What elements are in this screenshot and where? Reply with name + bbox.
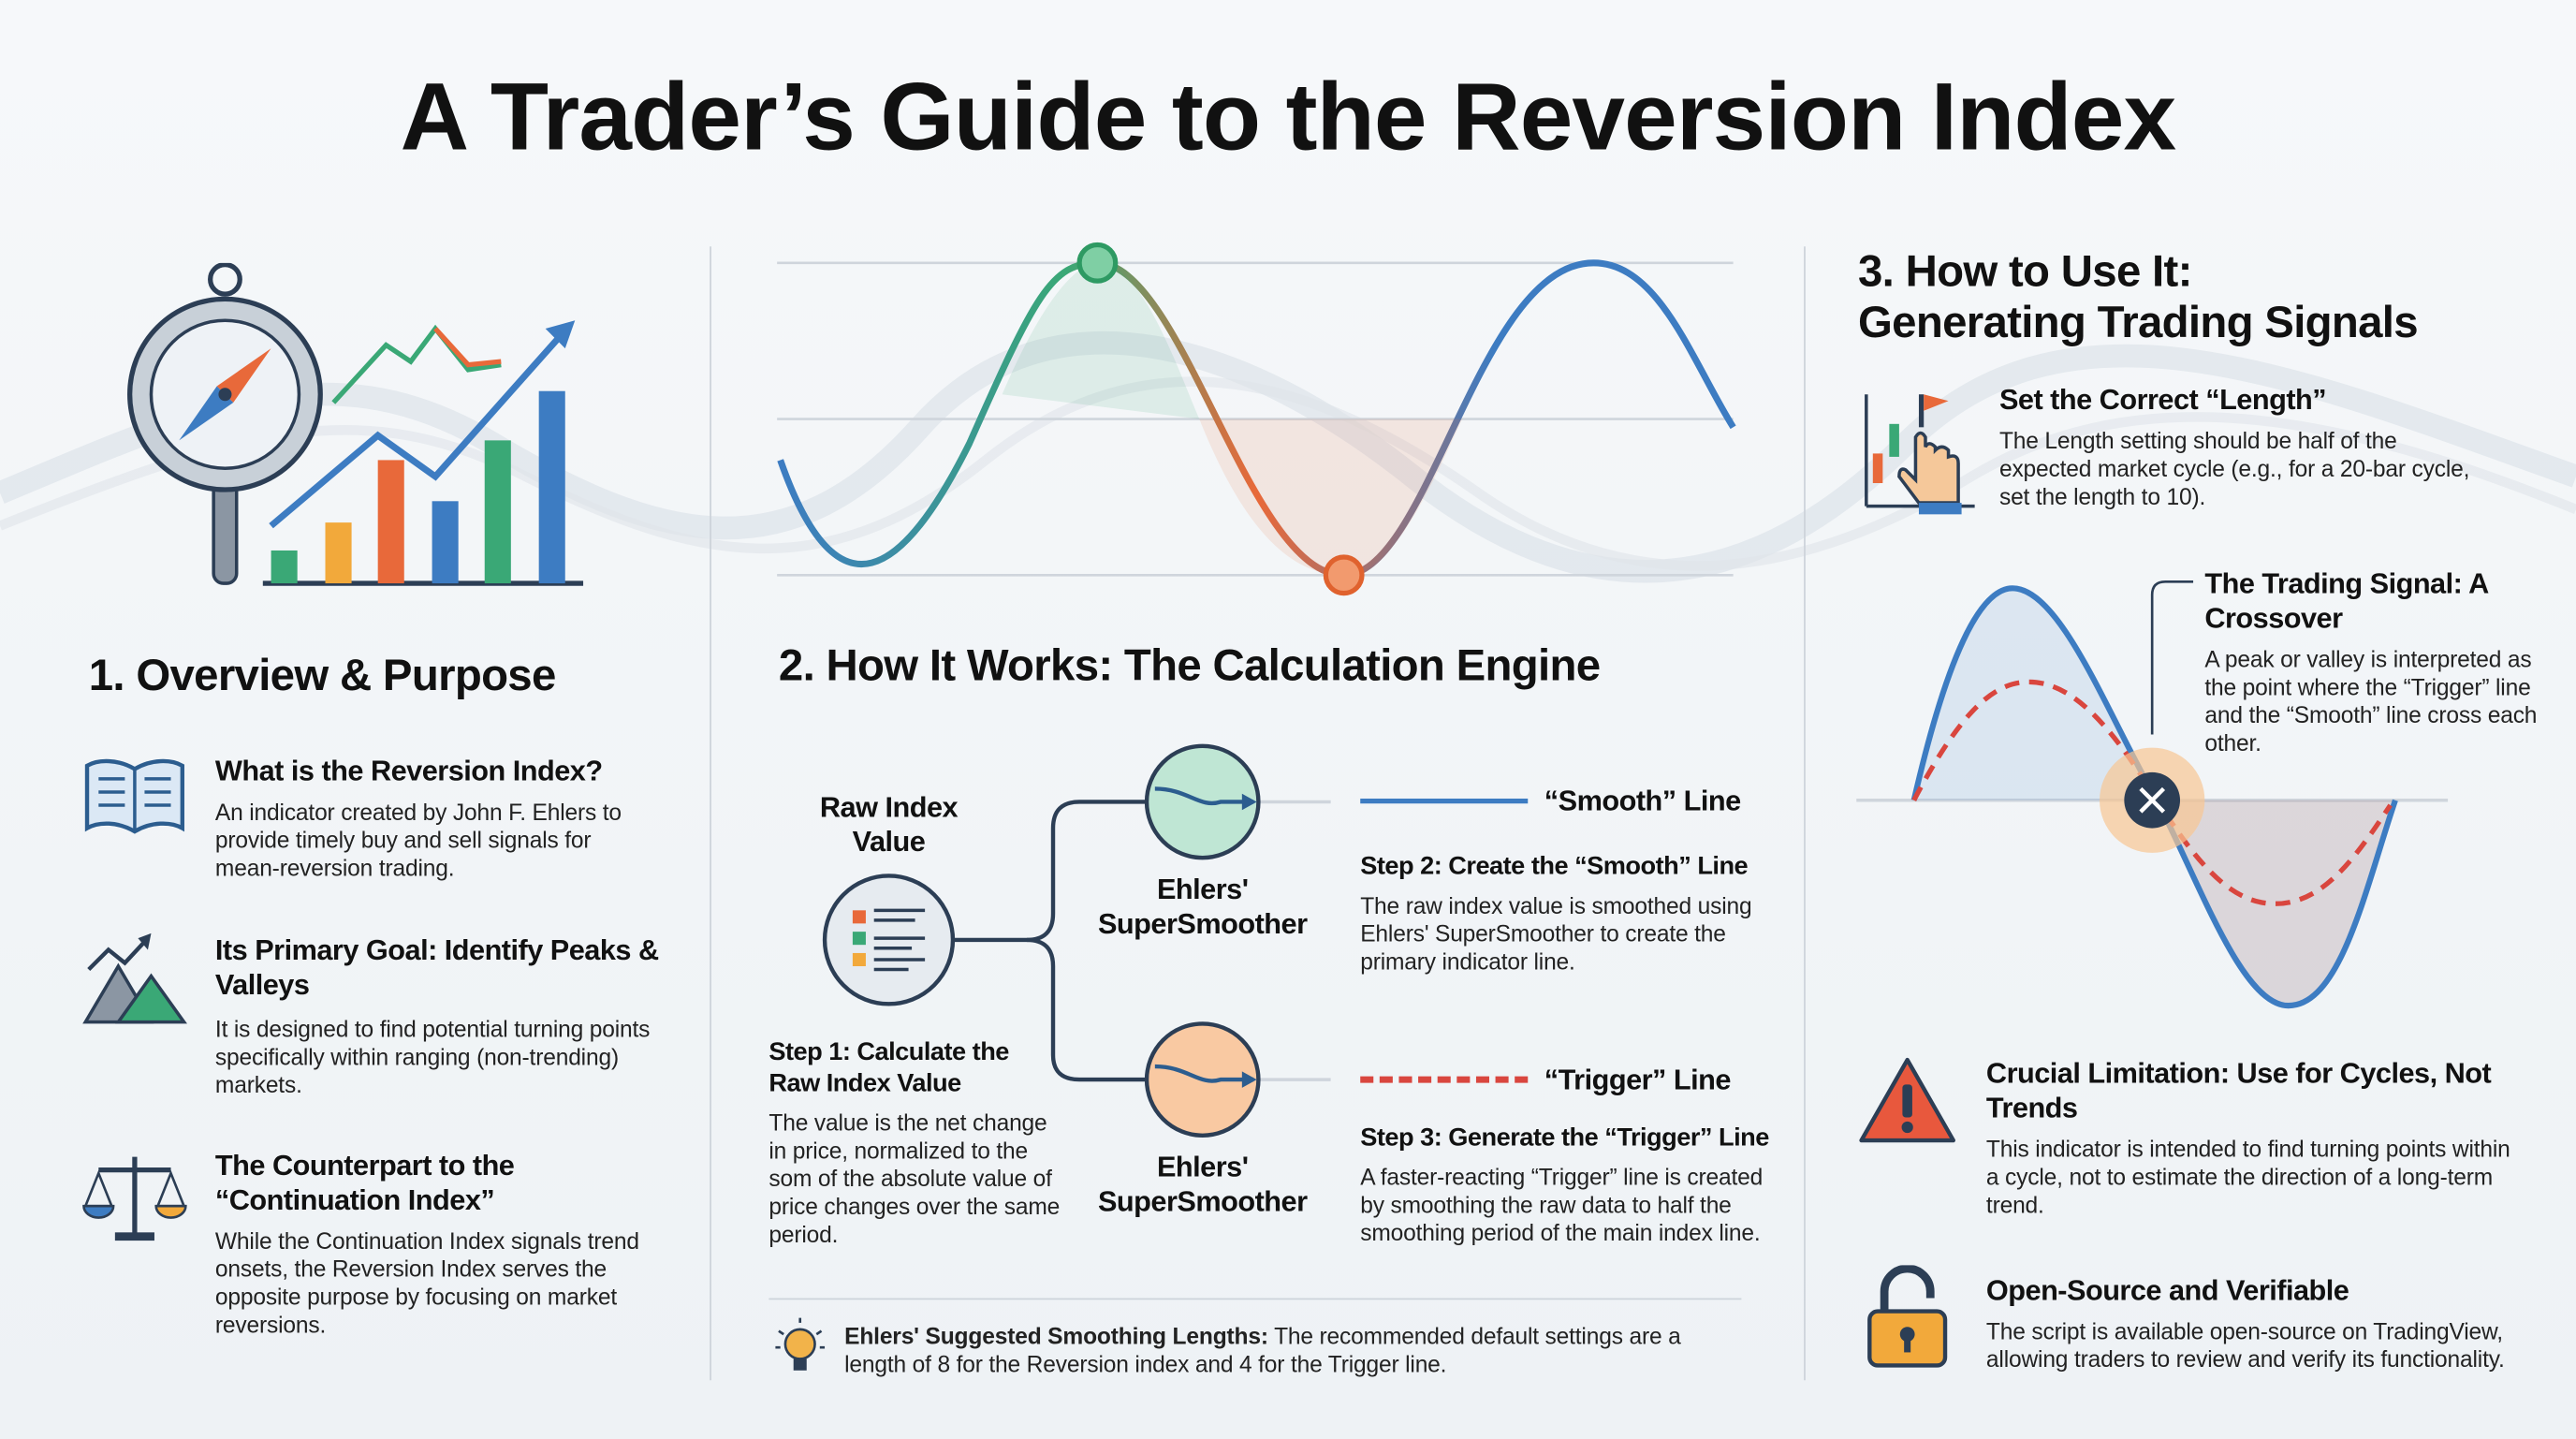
trading-signal: The Trading Signal: A Crossover A peak o… <box>2204 567 2566 758</box>
length-tip: Set the Correct “Length” The Length sett… <box>1999 383 2493 511</box>
lightbulb-icon <box>775 1317 826 1371</box>
smoothing-tip: Ehlers' Suggested Smoothing Lengths: The… <box>844 1323 1732 1379</box>
step3: Step 3: Generate the “Trigger” Line A fa… <box>1360 1121 1771 1247</box>
section1-heading: 1. Overview & Purpose <box>88 651 557 700</box>
book-icon <box>84 758 185 834</box>
opensource-title: Open-Source and Verifiable <box>1985 1273 2349 1307</box>
scales-icon <box>82 1156 187 1241</box>
supersmoother-label: Ehlers' SuperSmoother <box>1097 1150 1308 1218</box>
tip-label: Ehlers' Suggested Smoothing Lengths: <box>844 1322 1268 1349</box>
limitation-title: Crucial Limitation: Use for Cycles, Not … <box>1985 1056 2492 1124</box>
step2-desc: The raw index value is smoothed using Eh… <box>1360 892 1752 975</box>
item-desc: An indicator created by John F. Ehlers t… <box>214 798 622 881</box>
unlocked-padlock-icon <box>1867 1265 1948 1368</box>
smooth-line-swatch <box>1360 798 1529 804</box>
section3-heading-line1: 3. How to Use It: <box>1858 246 2192 296</box>
step3-desc: A faster-reacting “Trigger” line is crea… <box>1360 1163 1764 1246</box>
bar-chart-icon <box>262 320 584 586</box>
supersmoother-icon <box>1144 743 1261 860</box>
opensource-desc: The script is available open-source on T… <box>1985 1317 2505 1373</box>
divider <box>710 246 711 1381</box>
crossover-chart <box>1856 580 2449 1009</box>
step1-desc: The value is the net change in price, no… <box>768 1109 1061 1248</box>
step1: Step 1: Calculate the Raw Index Value Th… <box>768 1036 1064 1248</box>
overview-item: The Counterpart to the “Continuation Ind… <box>215 1149 659 1340</box>
item-title: The Counterpart to the “Continuation Ind… <box>214 1148 515 1216</box>
divider <box>768 1298 1742 1300</box>
overview-item: What is the Reversion Index? An indicato… <box>215 755 659 883</box>
tip-text: The recommended default settings are a l… <box>844 1322 1681 1377</box>
step2-title: Step 2: Create the “Smooth” Line <box>1360 852 1749 881</box>
item-title: What is the Reversion Index? <box>214 754 603 787</box>
item-title: Its Primary Goal: Identify Peaks & Valle… <box>214 932 659 1001</box>
supersmoother-label: Ehlers' SuperSmoother <box>1097 872 1308 940</box>
supersmoother-icon <box>1144 1021 1261 1138</box>
divider <box>1804 246 1806 1381</box>
flow-diagram <box>822 743 1331 1138</box>
step2: Step 2: Create the “Smooth” Line The raw… <box>1360 849 1771 976</box>
raw-index-label: Raw Index Value <box>819 790 959 859</box>
length-title: Set the Correct “Length” <box>1998 382 2327 417</box>
limitation-desc: This indicator is intended to find turni… <box>1985 1135 2510 1218</box>
item-desc: It is designed to find potential turning… <box>214 1015 651 1098</box>
page-title: A Trader’s Guide to the Reversion Index <box>400 64 2177 171</box>
step1-title: Step 1: Calculate the Raw Index Value <box>768 1038 1009 1098</box>
compass-chart-illustration <box>127 262 584 586</box>
open-source: Open-Source and Verifiable The script is… <box>1986 1273 2545 1373</box>
peak-marker <box>1076 242 1119 284</box>
compass-icon <box>127 262 323 585</box>
raw-index-icon <box>822 874 956 1006</box>
section3-heading-line2: Generating Trading Signals <box>1858 297 2419 347</box>
limitation: Crucial Limitation: Use for Cycles, Not … <box>1986 1057 2528 1220</box>
mountains-icon <box>82 932 187 1024</box>
item-desc: While the Continuation Index signals tre… <box>214 1227 639 1338</box>
section2-heading: 2. How It Works: The Calculation Engine <box>778 640 1601 691</box>
section3-heading: 3. How to Use It: Generating Trading Sig… <box>1858 246 2419 348</box>
overview-item: Its Primary Goal: Identify Peaks & Valle… <box>215 933 659 1099</box>
step3-title: Step 3: Generate the “Trigger” Line <box>1360 1123 1769 1153</box>
signal-desc: A peak or valley is interpreted as the p… <box>2204 645 2538 756</box>
hand-chart-icon <box>1865 394 1975 515</box>
trigger-line-swatch <box>1360 1076 1529 1083</box>
length-desc: The Length setting should be half of the… <box>1998 427 2470 510</box>
signal-title: The Trading Signal: A Crossover <box>2204 566 2488 635</box>
reversion-wave-chart <box>777 242 1736 596</box>
smooth-legend: “Smooth” Line <box>1544 784 1741 817</box>
valley-marker <box>1323 554 1365 596</box>
trigger-legend: “Trigger” Line <box>1544 1063 1732 1096</box>
warning-icon <box>1859 1057 1956 1143</box>
